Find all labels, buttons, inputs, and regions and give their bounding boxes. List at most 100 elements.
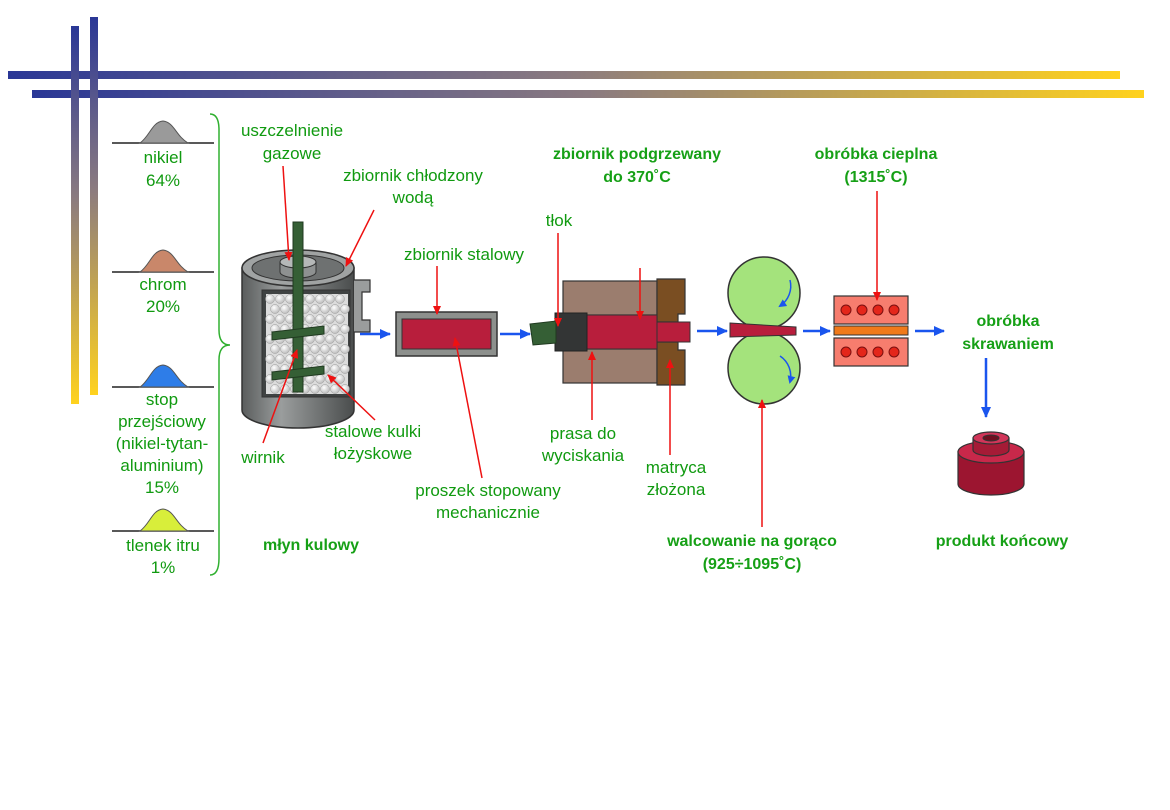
steel-ball bbox=[330, 384, 340, 394]
flow-arrows bbox=[360, 326, 991, 418]
heat-treatment-label-1: obróbka cieplna bbox=[815, 146, 938, 163]
steel-ball bbox=[335, 354, 345, 364]
steel-ball bbox=[275, 294, 285, 304]
heating-element bbox=[872, 346, 884, 358]
steel-ball bbox=[275, 354, 285, 364]
piston-head bbox=[554, 312, 588, 352]
steel-ball bbox=[340, 384, 350, 394]
impeller-shaft bbox=[292, 221, 304, 393]
steel-ball bbox=[265, 354, 275, 364]
steel-ball bbox=[270, 304, 280, 314]
steel-ball bbox=[315, 294, 325, 304]
press-body-top bbox=[562, 280, 658, 316]
steel-ball bbox=[270, 384, 280, 394]
steel-ball bbox=[330, 364, 340, 374]
balls-label-2: łożyskowe bbox=[334, 444, 412, 463]
heating-element bbox=[840, 346, 852, 358]
nickel-percent: 64% bbox=[146, 171, 180, 190]
die-label-1: matryca bbox=[646, 458, 707, 477]
steel-ball bbox=[340, 364, 350, 374]
heating-element bbox=[888, 346, 900, 358]
chromium-pile: chrom 20% bbox=[112, 249, 214, 316]
alloy-pile: stop przejściowy (nikiel-tytan- aluminiu… bbox=[112, 364, 214, 497]
heating-element bbox=[856, 304, 868, 316]
nickel-name: nikiel bbox=[144, 148, 183, 167]
steel-ball bbox=[325, 314, 335, 324]
heated-container-header-2: do 370˚C bbox=[603, 169, 671, 186]
final-product-label: produkt końcowy bbox=[936, 533, 1069, 550]
powder-label-2: mechanicznie bbox=[436, 503, 540, 522]
steel-ball bbox=[280, 344, 290, 354]
steel-ball bbox=[340, 324, 350, 334]
steel-ball bbox=[310, 384, 320, 394]
steel-container bbox=[395, 311, 498, 357]
extrusion-channel bbox=[656, 321, 691, 343]
steel-ball bbox=[325, 334, 335, 344]
cooling-water-port bbox=[354, 279, 371, 333]
heating-element bbox=[888, 304, 900, 316]
impeller-arrow bbox=[262, 349, 299, 444]
yttria-name: tlenek itru bbox=[126, 536, 200, 555]
piston-rod bbox=[529, 320, 557, 346]
cooled-tank-arrow bbox=[345, 209, 375, 267]
heated-billet bbox=[586, 314, 658, 350]
die-top bbox=[656, 278, 686, 323]
steel-ball bbox=[330, 344, 340, 354]
extrusion-press bbox=[529, 278, 691, 386]
heat-treatment-label-2: (1315˚C) bbox=[844, 169, 907, 186]
machining-label-2: skrawaniem bbox=[962, 336, 1054, 353]
press-label-2: wyciskania bbox=[541, 446, 625, 465]
mill-balls bbox=[265, 294, 350, 394]
steel-ball bbox=[340, 304, 350, 314]
lower-roll-rotation-arrow bbox=[779, 355, 796, 384]
steel-ball bbox=[335, 314, 345, 324]
steel-ball bbox=[315, 334, 325, 344]
alloy-name-3: (nikiel-tytan- bbox=[116, 434, 209, 453]
header-decoration bbox=[8, 17, 1144, 404]
impeller-arm-bottom bbox=[271, 365, 325, 381]
piston-label: tłok bbox=[546, 211, 573, 230]
chromium-name: chrom bbox=[139, 275, 186, 294]
chromium-percent: 20% bbox=[146, 297, 180, 316]
balls-label-1: stalowe kulki bbox=[325, 422, 421, 441]
callout-arrows bbox=[262, 165, 881, 527]
steel-ball bbox=[320, 304, 330, 314]
hot-rolling-label-2: (925÷1095˚C) bbox=[703, 556, 802, 573]
alloy-name-2: przejściowy bbox=[118, 412, 206, 431]
die-bottom bbox=[656, 341, 686, 386]
gas-seal-label-1: uszczelnienie bbox=[241, 121, 343, 140]
steel-ball bbox=[270, 344, 280, 354]
upper-roll-rotation-arrow bbox=[778, 279, 792, 308]
mill-caption: młyn kulowy bbox=[263, 537, 359, 554]
header-bar-vertical-left bbox=[71, 26, 79, 404]
die-label-2: złożona bbox=[647, 480, 706, 499]
steel-ball bbox=[310, 304, 320, 314]
steel-ball bbox=[335, 294, 345, 304]
steel-ball bbox=[265, 314, 275, 324]
steel-ball bbox=[325, 354, 335, 364]
heat-treatment-furnace bbox=[833, 295, 909, 367]
steel-ball bbox=[280, 304, 290, 314]
machining-label-1: obróbka bbox=[976, 313, 1039, 330]
heating-element bbox=[840, 304, 852, 316]
treated-strip bbox=[833, 325, 909, 336]
ingredients-column: nikiel 64% chrom 20% stop przejściowy (n… bbox=[112, 113, 231, 577]
steel-ball bbox=[335, 374, 345, 384]
cooled-tank-label-1: zbiornik chłodzony bbox=[343, 166, 483, 185]
steel-ball bbox=[325, 294, 335, 304]
steel-ball bbox=[305, 354, 315, 364]
header-bar-vertical-right bbox=[90, 17, 98, 395]
header-bar-bottom bbox=[32, 90, 1144, 98]
press-body-bottom bbox=[562, 348, 658, 384]
steel-ball bbox=[340, 344, 350, 354]
steel-ball bbox=[265, 294, 275, 304]
alloy-powder bbox=[401, 318, 492, 350]
yttria-pile: tlenek itru 1% bbox=[112, 508, 214, 577]
alloy-percent: 15% bbox=[145, 478, 179, 497]
cooled-tank-label-2: wodą bbox=[392, 188, 434, 207]
steel-ball bbox=[305, 294, 315, 304]
steel-ball bbox=[305, 314, 315, 324]
powder-arrow bbox=[452, 337, 483, 479]
steel-ball bbox=[275, 314, 285, 324]
